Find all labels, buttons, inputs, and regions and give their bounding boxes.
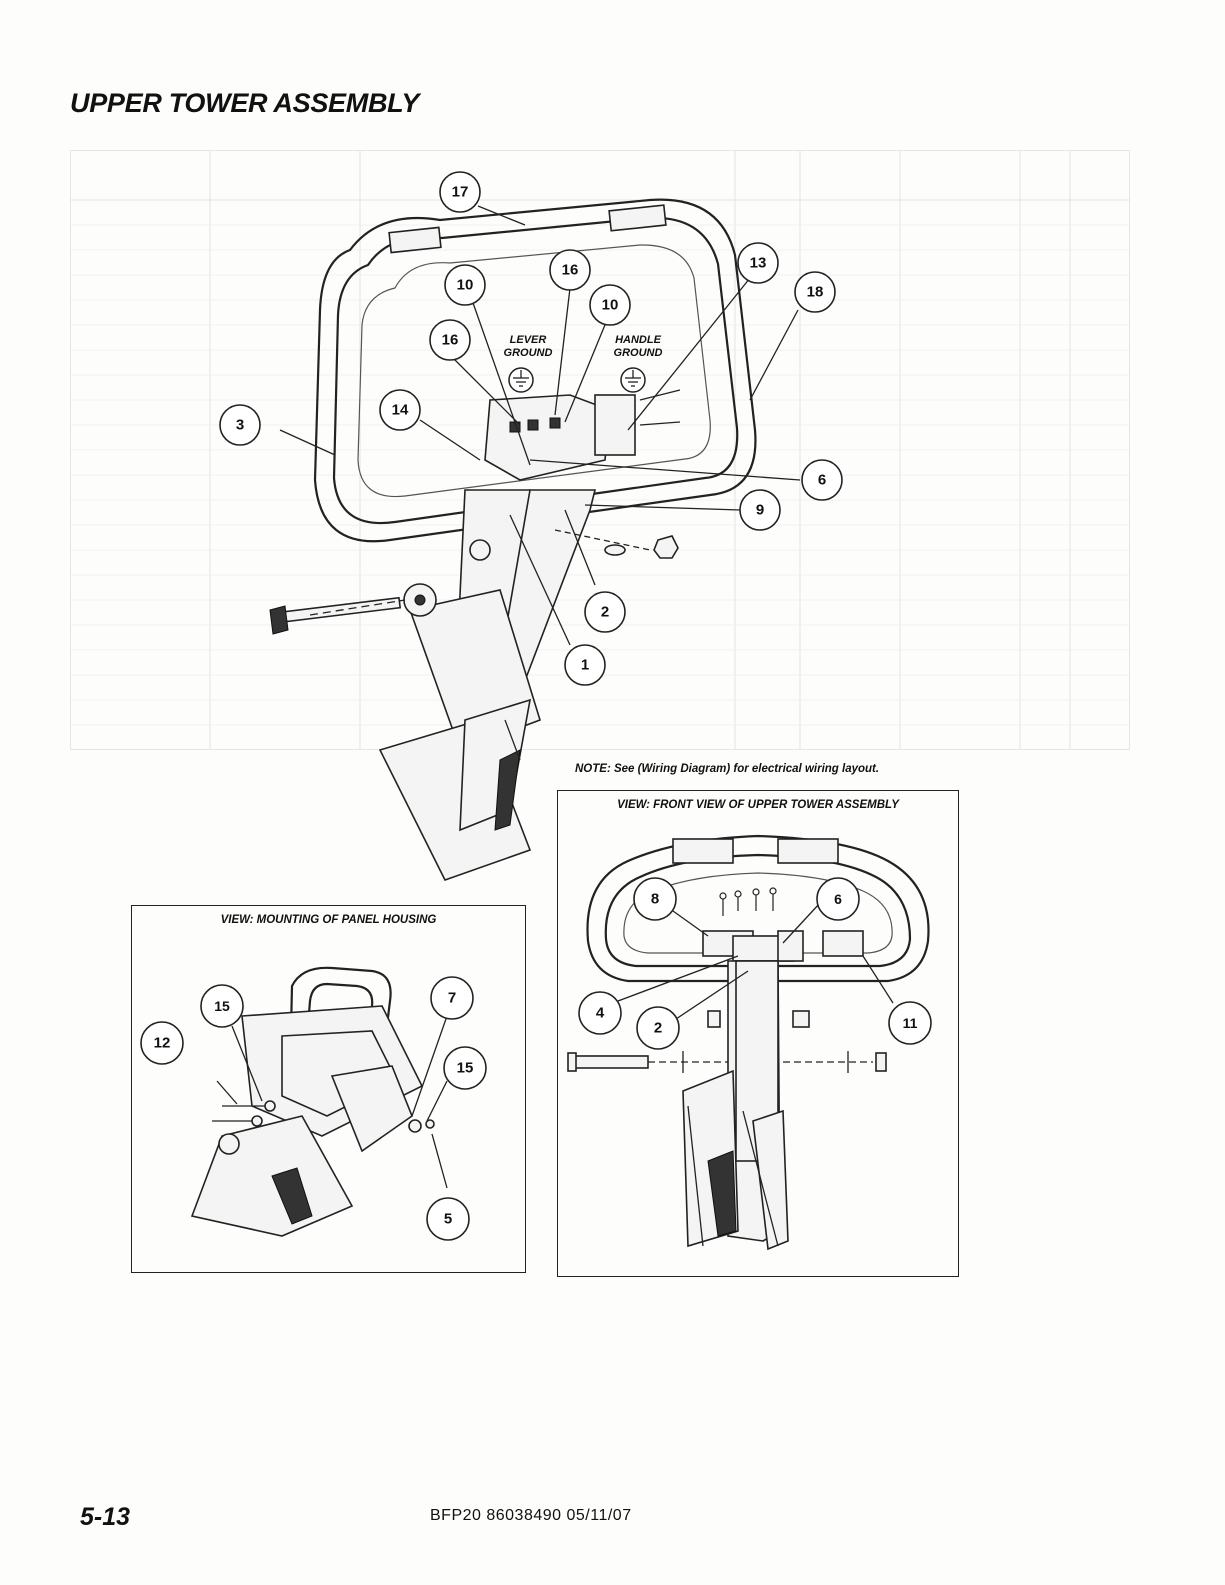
svg-text:8: 8 bbox=[651, 891, 659, 908]
svg-text:7: 7 bbox=[448, 990, 456, 1007]
svg-text:10: 10 bbox=[457, 277, 474, 294]
svg-text:16: 16 bbox=[442, 332, 459, 349]
callout-1: 1 bbox=[565, 645, 605, 685]
svg-text:11: 11 bbox=[903, 1015, 918, 1031]
document-reference: BFP20 86038490 05/11/07 bbox=[430, 1507, 632, 1525]
callout-13: 13 bbox=[738, 243, 778, 283]
panel-housing-view: VIEW: MOUNTING OF PANEL HOUSING 15 7 12 … bbox=[131, 905, 526, 1273]
svg-text:10: 10 bbox=[602, 297, 619, 314]
callout-6-front: 6 bbox=[817, 878, 859, 920]
callout-9: 9 bbox=[740, 490, 780, 530]
svg-text:12: 12 bbox=[154, 1035, 171, 1052]
svg-text:5: 5 bbox=[444, 1211, 452, 1228]
svg-text:17: 17 bbox=[452, 184, 469, 201]
callout-5: 5 bbox=[427, 1198, 469, 1240]
callout-18: 18 bbox=[795, 272, 835, 312]
svg-text:4: 4 bbox=[596, 1005, 605, 1022]
handle-ground-label-line1: HANDLE bbox=[615, 334, 661, 346]
front-view-drawing: 8 6 4 2 11 bbox=[558, 791, 958, 1276]
callout-10-left: 10 bbox=[445, 265, 485, 305]
svg-text:3: 3 bbox=[236, 417, 244, 434]
svg-text:15: 15 bbox=[457, 1060, 474, 1077]
callout-14: 14 bbox=[380, 390, 420, 430]
callout-10-right: 10 bbox=[590, 285, 630, 325]
callout-16-left: 16 bbox=[430, 320, 470, 360]
svg-text:9: 9 bbox=[756, 502, 764, 519]
svg-text:18: 18 bbox=[807, 284, 824, 301]
callout-16-top: 16 bbox=[550, 250, 590, 290]
callout-15-left: 15 bbox=[201, 985, 243, 1027]
panel-housing-drawing: 15 7 12 15 5 bbox=[132, 906, 525, 1272]
callout-12: 12 bbox=[141, 1022, 183, 1064]
svg-text:13: 13 bbox=[750, 255, 767, 272]
callout-3: 3 bbox=[220, 405, 260, 445]
callout-15-right: 15 bbox=[444, 1047, 486, 1089]
callout-7: 7 bbox=[431, 977, 473, 1019]
callout-8: 8 bbox=[634, 878, 676, 920]
callout-2: 2 bbox=[585, 592, 625, 632]
front-view: VIEW: FRONT VIEW OF UPPER TOWER ASSEMBLY bbox=[557, 790, 959, 1277]
page-number: 5-13 bbox=[80, 1503, 130, 1532]
svg-text:2: 2 bbox=[654, 1020, 662, 1037]
svg-text:6: 6 bbox=[818, 472, 826, 489]
svg-text:6: 6 bbox=[834, 891, 842, 907]
lever-ground-label-line1: LEVER bbox=[510, 334, 547, 346]
wiring-note: NOTE: See (Wiring Diagram) for electrica… bbox=[575, 763, 879, 775]
page-title: UPPER TOWER ASSEMBLY bbox=[70, 88, 419, 119]
svg-text:1: 1 bbox=[581, 657, 589, 674]
svg-text:16: 16 bbox=[562, 262, 579, 279]
svg-text:14: 14 bbox=[392, 402, 409, 419]
callout-17: 17 bbox=[440, 172, 480, 212]
callout-11: 11 bbox=[889, 1002, 931, 1044]
callout-6: 6 bbox=[802, 460, 842, 500]
handle-ground-label-line2: GROUND bbox=[614, 347, 663, 359]
callout-2-front: 2 bbox=[637, 1007, 679, 1049]
main-exploded-view: LEVER GROUND HANDLE GROUND 17 16 13 18 1… bbox=[210, 160, 970, 890]
svg-text:2: 2 bbox=[601, 604, 609, 621]
callout-4: 4 bbox=[579, 992, 621, 1034]
svg-text:15: 15 bbox=[214, 998, 230, 1014]
lever-ground-label-line2: GROUND bbox=[504, 347, 553, 359]
